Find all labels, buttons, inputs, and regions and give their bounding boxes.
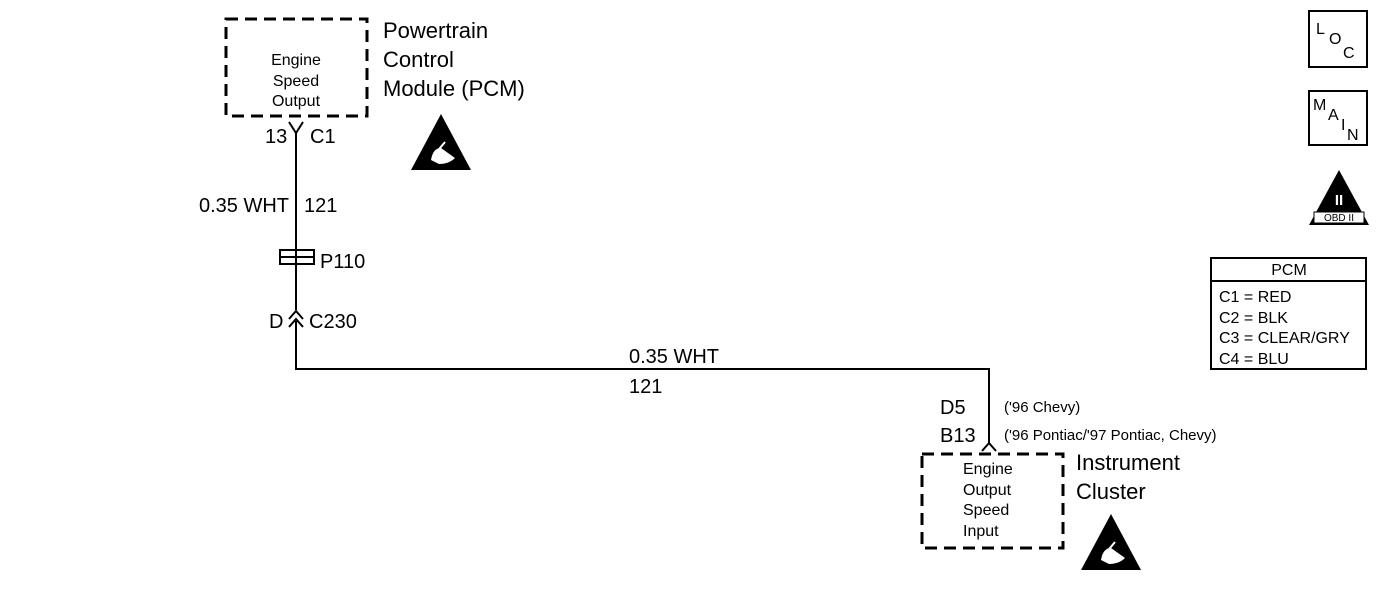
main-letter-i: I xyxy=(1341,117,1345,134)
main-letter-m: M xyxy=(1313,97,1326,114)
pcm-name-line-2: Control xyxy=(383,47,454,72)
legend-title: PCM xyxy=(1271,262,1307,279)
pcm-circuit-line-1: Engine xyxy=(271,52,321,69)
pcm-pin-number: 13 xyxy=(265,126,287,148)
obd-numeral: II xyxy=(1335,192,1343,209)
wire-segment-lower xyxy=(295,321,990,444)
cluster-circuit-line-3: Speed xyxy=(963,502,1009,519)
main-letter-a: A xyxy=(1328,107,1339,124)
inline-connector-pin: D xyxy=(269,311,283,333)
cluster-circuit-line-4: Input xyxy=(963,523,999,540)
pcm-connector-id: C1 xyxy=(310,126,336,148)
main-letter-n: N xyxy=(1347,127,1359,144)
main-icon[interactable]: M A I N xyxy=(1308,90,1368,146)
cluster-pin-2: B13 xyxy=(940,425,976,447)
cluster-name-line-2: Cluster xyxy=(1076,479,1146,504)
wire-lower-gauge-color: 0.35 WHT xyxy=(629,346,719,368)
loc-letter-l: L xyxy=(1316,21,1325,38)
cluster-pin-1-note: ('96 Chevy) xyxy=(1004,399,1080,416)
legend-row: C2 = BLK xyxy=(1219,310,1288,327)
obd-ii-icon[interactable]: II OBD II xyxy=(1309,170,1369,225)
splice-label: P110 xyxy=(320,251,365,273)
inline-connector-label: C230 xyxy=(309,311,357,333)
legend-row: C4 = BLU xyxy=(1219,351,1289,368)
pcm-circuit-line-3: Output xyxy=(272,93,321,110)
legend-row: C3 = CLEAR/GRY xyxy=(1219,330,1350,347)
instrument-cluster-component: Engine Output Speed Input Instrument Clu… xyxy=(920,450,1180,570)
cluster-pin-1: D5 xyxy=(940,397,966,419)
cluster-circuit-line-2: Output xyxy=(963,482,1012,499)
pcm-pin-terminal: 13 C1 xyxy=(265,121,336,148)
cluster-pin-terminal: D5 ('96 Chevy) B13 ('96 Pontiac/'97 Pont… xyxy=(940,397,1217,452)
esd-sensitive-icon xyxy=(1081,514,1141,570)
wire-lower-circuit: 121 xyxy=(629,376,662,398)
legend-row: C1 = RED xyxy=(1219,289,1291,306)
loc-letter-o: O xyxy=(1329,31,1341,48)
esd-sensitive-icon xyxy=(411,114,471,170)
pcm-connector-legend: PCM C1 = RED C2 = BLK C3 = CLEAR/GRY C4 … xyxy=(1210,257,1367,370)
splice-p110: P110 xyxy=(279,248,365,273)
cluster-name-line-1: Instrument xyxy=(1076,450,1180,475)
pcm-name-line-1: Powertrain xyxy=(383,18,488,43)
inline-connector-c230: D C230 xyxy=(269,309,357,333)
obd-label: OBD II xyxy=(1324,213,1354,224)
pcm-dashed-box xyxy=(224,17,369,118)
pcm-name-line-3: Module (PCM) xyxy=(383,76,525,101)
pcm-circuit-line-2: Speed xyxy=(273,73,319,90)
cluster-dashed-box xyxy=(920,452,1065,550)
cluster-circuit-line-1: Engine xyxy=(963,461,1013,478)
wire-upper-gauge-color: 0.35 WHT xyxy=(199,195,289,217)
loc-icon[interactable]: L O C xyxy=(1308,10,1368,68)
pcm-component: Engine Speed Output Powertrain Control M… xyxy=(224,17,525,170)
wire-upper-circuit: 121 xyxy=(304,195,337,217)
cluster-pin-2-note: ('96 Pontiac/'97 Pontiac, Chevy) xyxy=(1004,427,1217,444)
loc-letter-c: C xyxy=(1343,45,1355,62)
